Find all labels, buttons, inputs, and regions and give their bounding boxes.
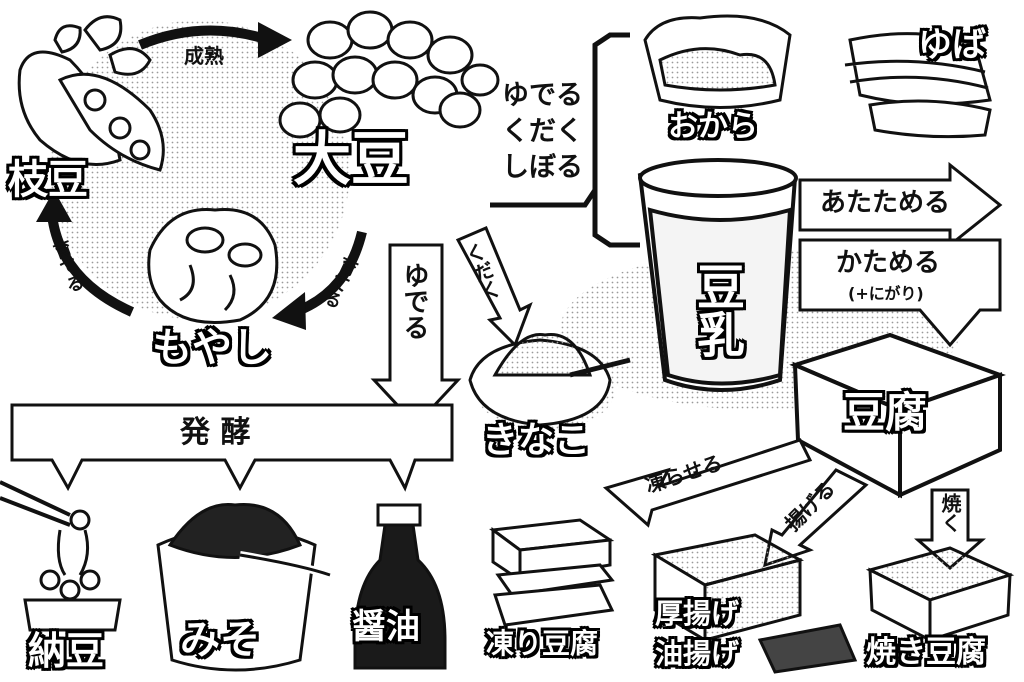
katameru-arrow: [798, 238, 1002, 348]
grow-arrow-right: [297, 230, 367, 315]
seijuku-label: 成熟: [184, 44, 224, 68]
yuderu-label: ゆでる: [399, 262, 429, 340]
okara-illustration: [643, 14, 792, 109]
katameru-label: かためる: [836, 248, 941, 278]
aburaage-label: 油揚げ: [655, 637, 740, 670]
grow-arrow-right-head: [272, 292, 306, 330]
shiboru-step-label: しぼる: [502, 152, 583, 183]
tonyu-label: 豆乳: [688, 262, 744, 358]
mature-arrow-head: [258, 22, 292, 58]
yaki-tofu-label: 焼き豆腐: [866, 635, 986, 670]
yaki-tofu-illustration: [865, 546, 1015, 643]
atsuage-label: 厚揚げ: [655, 597, 740, 630]
yuderu-step-label: ゆでる: [502, 80, 583, 111]
atatameru-arrow: [798, 161, 1003, 249]
natto-illustration: [0, 480, 122, 632]
grow-arrow-left-head: [36, 190, 72, 222]
atsuage-illustration: [650, 533, 858, 674]
moyashi-illustration: [147, 207, 279, 324]
kinako-illustration: [468, 333, 631, 427]
natto-label: 納豆: [28, 629, 105, 673]
nigari-label: (+にがり): [848, 284, 924, 303]
kudaku-step-label: くだく: [502, 116, 583, 147]
edamame-label: 枝豆: [8, 157, 88, 203]
moyashi-label: もやし: [152, 325, 272, 371]
miso-illustration: [156, 503, 332, 672]
grow-arrow-left: [47, 214, 135, 317]
press-bracket: [490, 32, 630, 208]
hakko-banner: [10, 403, 454, 492]
edamame-illustration: [17, 15, 165, 172]
press-bracket-lower: [592, 190, 640, 248]
shoyu-illustration: [353, 503, 447, 670]
mature-arrow: [138, 25, 264, 50]
miso-label: みそ: [180, 617, 260, 663]
tofu-label: 豆腐: [843, 388, 928, 437]
koori-tofu-illustration: [489, 518, 615, 627]
yuba-illustration: [844, 32, 992, 139]
koraseru-arrow: [602, 438, 813, 528]
yuderu-arrow: [370, 243, 462, 428]
yaku-label: 焼く: [938, 493, 962, 533]
shoyu-label: 醤油: [352, 607, 420, 647]
kudaku-arrow: [455, 226, 533, 348]
hakko-label: 発 酵: [180, 415, 251, 450]
daizu-illustration: [278, 10, 500, 139]
atatameru-label: あたためる: [820, 188, 951, 218]
tofu-illustration: [789, 332, 1006, 499]
koori-tofu-label: 凍り豆腐: [486, 627, 599, 660]
tonyu-illustration: [637, 158, 798, 392]
kinako-label: きなこ: [482, 420, 591, 461]
daizu-label: 大豆: [293, 125, 410, 193]
yuba-label: ゆば: [918, 25, 986, 65]
okara-label: おから: [668, 109, 758, 144]
